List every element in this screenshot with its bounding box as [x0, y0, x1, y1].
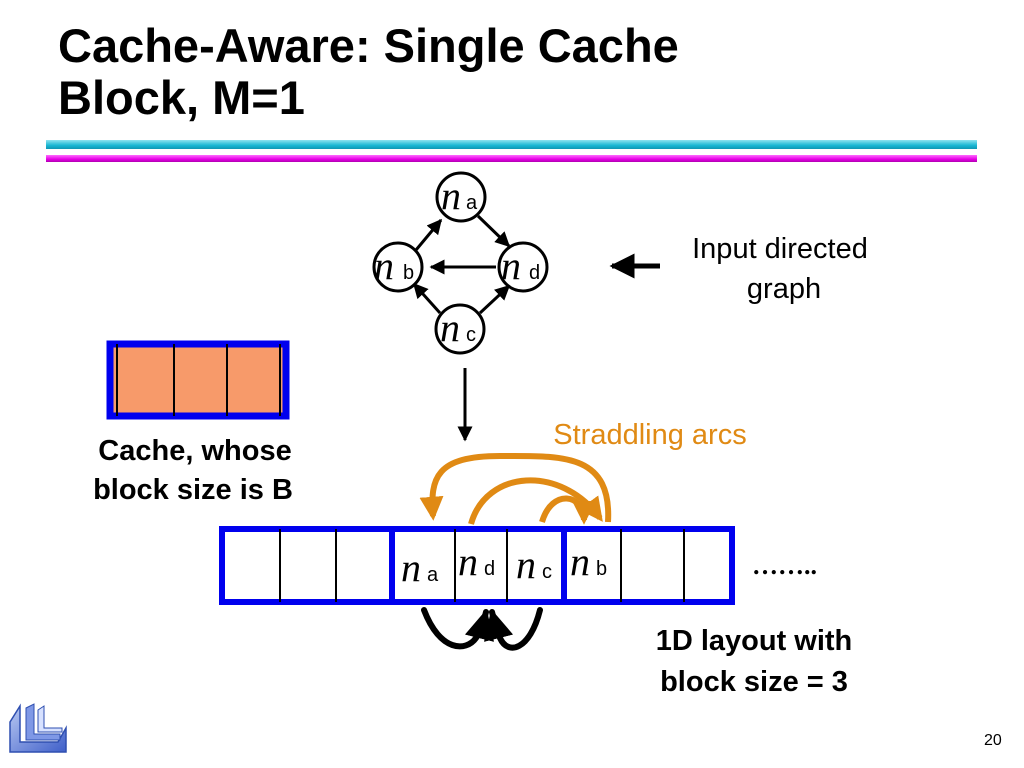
- layout-cell-a: n a: [401, 545, 439, 590]
- graph-node-b-subscript: b: [403, 262, 414, 284]
- layout-cell-c-subscript: c: [542, 561, 552, 583]
- graph-node-c-subscript: c: [466, 324, 476, 346]
- input-directed-graph: n a n b n d n c: [372, 171, 549, 355]
- graph-node-b: n b: [372, 241, 424, 293]
- layout-cell-d-symbol: n: [458, 539, 478, 584]
- layout-cell-b-subscript: b: [596, 558, 607, 580]
- graph-node-a-symbol: n: [441, 173, 461, 218]
- intra-arc-a-to-d: [421, 607, 495, 650]
- graph-node-d: n d: [497, 241, 549, 293]
- graph-node-a-subscript: a: [466, 192, 478, 214]
- layout-cell-a-symbol: n: [401, 545, 421, 590]
- graph-node-d-subscript: d: [529, 262, 540, 284]
- graph-node-b-symbol: n: [374, 243, 394, 288]
- intra-block-arcs: [421, 607, 543, 651]
- title-underline-cyan: [46, 140, 977, 149]
- slide-title-line-2: Block, M=1: [58, 71, 305, 124]
- straddling-arc-c-to-b: [539, 495, 596, 525]
- straddling-arc-b-to-a: [419, 452, 612, 523]
- edge-a-to-d: [476, 214, 511, 248]
- edge-b-to-a: [414, 218, 443, 251]
- straddling-arcs-label: Straddling arcs: [553, 419, 746, 451]
- layout-caption-line-1: 1D layout with: [656, 625, 853, 657]
- layout-caption-line-2: block size = 3: [660, 666, 848, 698]
- cache-block: [106, 340, 290, 420]
- layout-cell-c-symbol: n: [516, 542, 536, 587]
- page-number: 20: [984, 732, 1002, 749]
- straddling-arcs: [419, 452, 612, 525]
- layout-cell-b-symbol: n: [570, 539, 590, 584]
- layout-cell-d-subscript: d: [484, 558, 495, 580]
- layout-strip: [219, 526, 735, 605]
- intra-arc-c-to-d: [483, 607, 543, 651]
- title-underline-magenta: [46, 155, 977, 162]
- edge-c-to-d: [478, 284, 511, 315]
- slide-title: Cache-Aware: Single Cache Block, M=1: [58, 20, 679, 124]
- graph-caption-line-2: graph: [747, 273, 821, 305]
- graph-node-c-symbol: n: [440, 305, 460, 350]
- layout-cell-b: n b: [570, 539, 607, 584]
- cache-caption-line-2: block size is B: [93, 474, 293, 506]
- layout-ellipsis: ……..: [752, 551, 817, 580]
- edge-c-to-b: [412, 282, 442, 315]
- cache-caption-line-1: Cache, whose: [98, 435, 291, 467]
- graph-node-a: n a: [435, 171, 487, 223]
- institution-logo: [9, 703, 67, 753]
- graph-caption-line-1: Input directed: [692, 233, 868, 265]
- layout-cell-d: n d: [458, 539, 495, 584]
- slide-title-line-1: Cache-Aware: Single Cache: [58, 19, 679, 72]
- graph-node-d-symbol: n: [501, 243, 521, 288]
- layout-cell-a-subscript: a: [427, 564, 439, 586]
- graph-node-c: n c: [434, 303, 486, 355]
- layout-cell-c: n c: [516, 542, 552, 587]
